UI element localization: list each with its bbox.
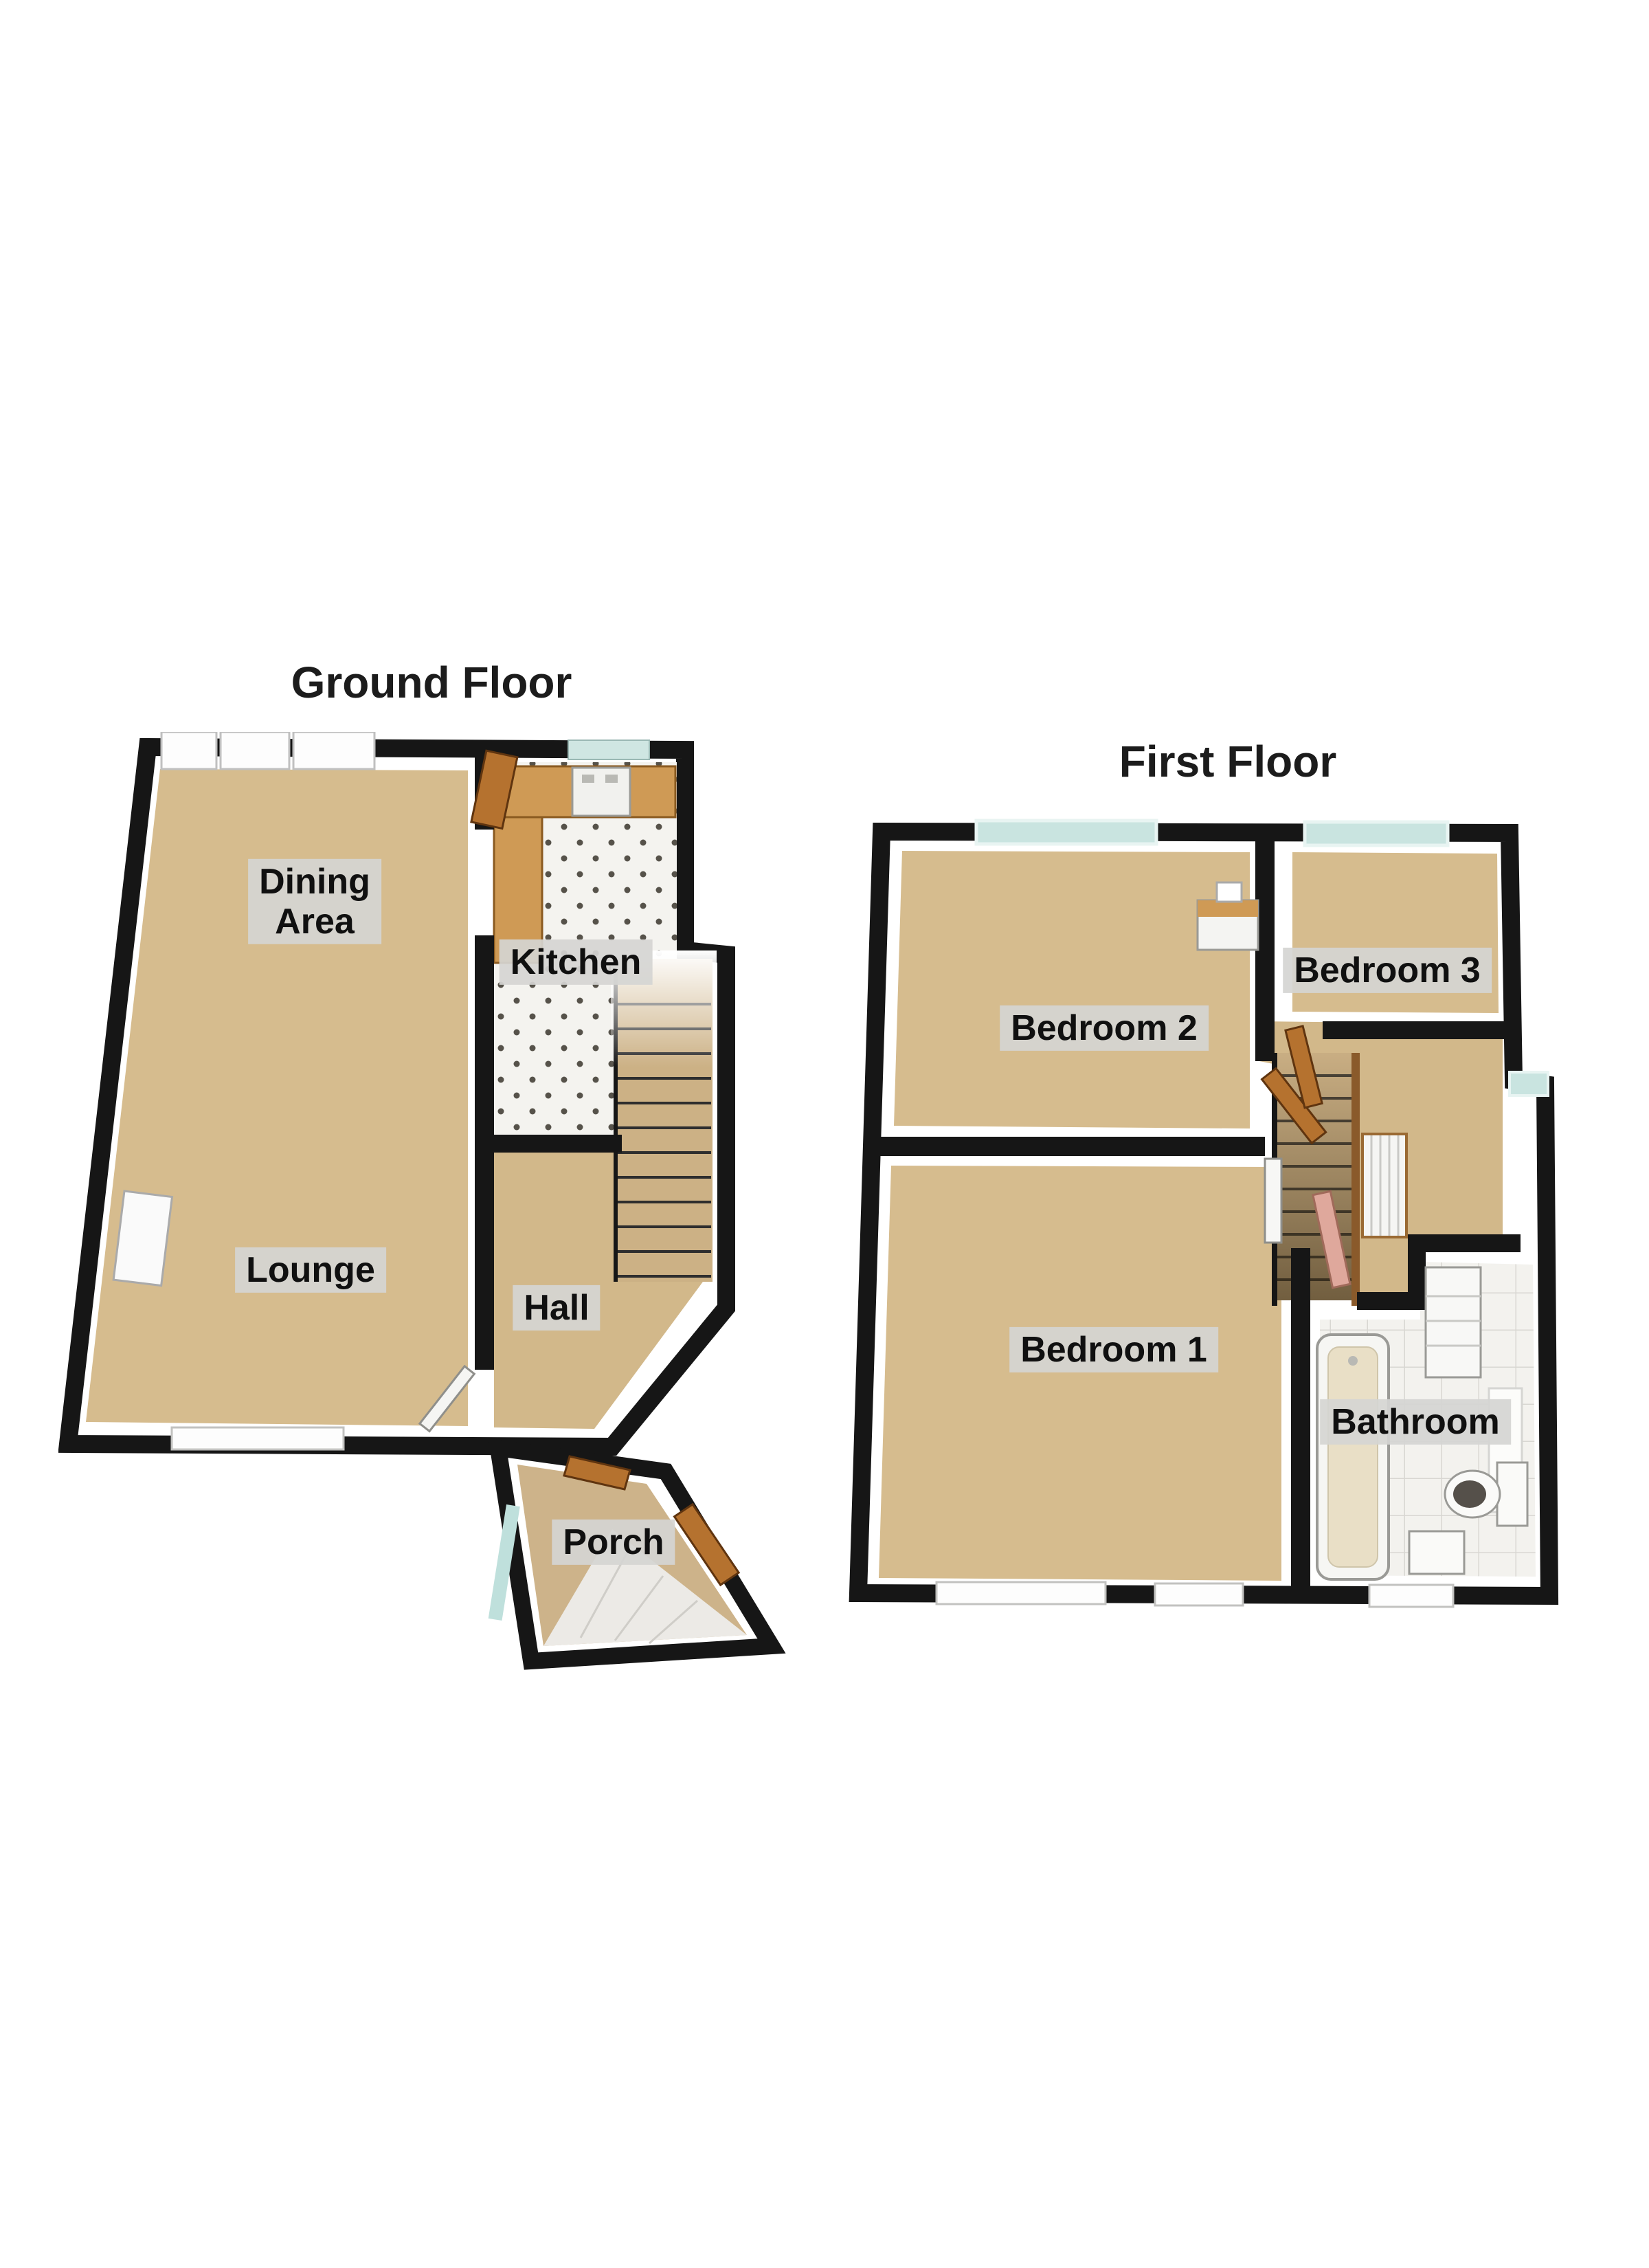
ground-floor-plan — [58, 732, 786, 1670]
back-door — [470, 749, 519, 830]
wall-bedroom3-landing — [1323, 1021, 1512, 1039]
room-label-kitchen: Kitchen — [499, 939, 653, 986]
porch-inner-door — [563, 1455, 631, 1491]
bathtub — [1316, 1333, 1390, 1581]
bathroom-shelves — [1424, 1266, 1482, 1379]
kitchen-cabinets-left — [493, 816, 543, 964]
side-window — [1508, 1071, 1549, 1097]
bedroom3-window — [1303, 820, 1450, 847]
staircase-ground — [611, 950, 717, 1282]
bedroom1-floor — [879, 1166, 1281, 1581]
lounge-door — [418, 1364, 476, 1433]
bedroom2-dresser — [1196, 881, 1259, 951]
room-label-bedroom1: Bedroom 1 — [1009, 1326, 1218, 1373]
room-label-porch: Porch — [552, 1519, 675, 1566]
room-label-bathroom: Bathroom — [1320, 1399, 1511, 1445]
bathroom-sink — [1408, 1530, 1466, 1575]
bedroom3-door — [1284, 1025, 1324, 1109]
dining-window — [292, 732, 376, 770]
dining-window — [219, 732, 291, 770]
room-label-bedroom2: Bedroom 2 — [1000, 1005, 1209, 1052]
room-label-lounge: Lounge — [235, 1247, 386, 1293]
lounge-window — [170, 1426, 345, 1451]
room-label-dining: Dining Area — [248, 858, 381, 945]
room-label-hall: Hall — [513, 1285, 601, 1331]
bedroom2-floor — [894, 851, 1250, 1129]
porch-tile-floor — [543, 1529, 747, 1646]
bathroom-door — [1312, 1190, 1351, 1289]
wall-bedroom1-bathroom — [1291, 1248, 1310, 1589]
toilet — [1444, 1461, 1529, 1527]
wall-bedroom2-bedroom1 — [866, 1137, 1265, 1156]
sink-bowl — [582, 775, 594, 783]
lounge-radiator — [112, 1190, 174, 1287]
front-door — [673, 1502, 741, 1587]
porch-window — [488, 1504, 520, 1621]
bedroom2-window — [974, 819, 1158, 846]
banister — [1351, 1053, 1360, 1306]
kitchen-window — [568, 740, 650, 760]
first-floor-plan — [849, 819, 1559, 1608]
wall-kitchen-hall — [484, 1135, 622, 1153]
sink-bowl — [605, 775, 618, 783]
bathroom-window — [1368, 1583, 1455, 1608]
bedroom2-door — [1260, 1067, 1327, 1145]
kitchen-sink-unit — [571, 766, 631, 817]
ground-floor-title: Ground Floor — [291, 658, 572, 707]
airing-cupboard — [1361, 1133, 1408, 1238]
room-label-bedroom3: Bedroom 3 — [1283, 947, 1492, 994]
wall-bathroom-landing-b — [1408, 1234, 1521, 1252]
first-floor-title: First Floor — [1119, 737, 1337, 786]
bedroom1-door — [1264, 1157, 1283, 1244]
bedroom1-window — [1154, 1582, 1244, 1607]
dining-window — [160, 732, 218, 770]
bedroom1-window — [935, 1581, 1107, 1605]
